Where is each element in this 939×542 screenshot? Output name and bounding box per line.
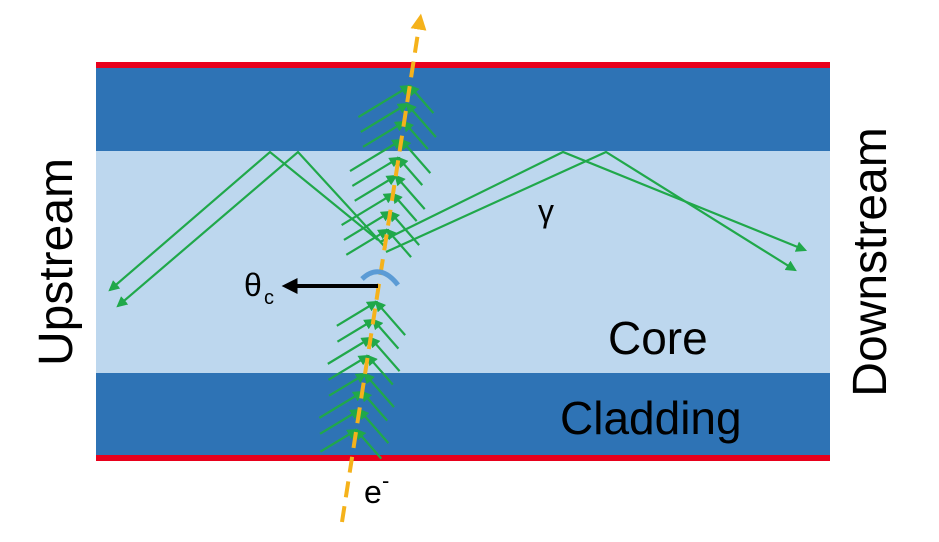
upstream-label: Upstream — [30, 158, 83, 366]
photon-chevron-left — [391, 192, 418, 222]
photon-chevron-left — [369, 336, 401, 372]
photon-chevron-right — [360, 102, 409, 133]
photon-chevron-left — [385, 228, 412, 258]
cherenkov-photon-fan — [318, 84, 437, 460]
theta-label: θ — [244, 267, 262, 303]
photon-chevron-left — [360, 390, 389, 422]
photon-chevron-right — [349, 138, 404, 172]
photon-chevron-left — [408, 84, 435, 114]
photon-label: γ — [538, 193, 554, 229]
photon-chevron-left — [357, 408, 390, 444]
photon-ray-downstream-b — [385, 150, 797, 272]
outer-edge-top — [96, 62, 830, 68]
photon-chevron-right — [327, 354, 370, 381]
photon-chevron-right — [354, 174, 398, 202]
photon-chevron-left — [405, 102, 437, 138]
photon-chevron-left — [402, 120, 429, 150]
cladding-label: Cladding — [560, 392, 742, 444]
core-region — [96, 151, 830, 373]
photon-chevron-left — [354, 428, 383, 460]
photon-chevron-right — [318, 390, 365, 419]
photon-chevron-right — [319, 408, 362, 435]
photon-chevron-right — [351, 156, 401, 187]
electron-label: e — [364, 474, 382, 510]
electron-superscript: - — [382, 468, 389, 493]
photon-chevron-right — [362, 120, 407, 148]
photon-ray-upstream-b — [116, 150, 387, 308]
downstream-label: Downstream — [844, 127, 897, 396]
core-label: Core — [608, 312, 708, 364]
outer-edge-bottom — [96, 455, 830, 461]
photon-ray-upstream-a — [108, 150, 379, 292]
photon-ray-downstream-a — [379, 150, 808, 252]
photon-chevron-right — [319, 428, 359, 453]
photon-chevron-left — [366, 354, 394, 386]
photon-chevron-left — [363, 372, 395, 408]
photon-chevron-right — [336, 300, 379, 327]
photon-chevron-left — [397, 156, 424, 186]
photon-chevron-right — [341, 192, 395, 226]
theta-subscript: c — [264, 287, 274, 309]
guided-photon-rays — [108, 150, 808, 308]
photon-chevron-right — [327, 336, 373, 365]
photon-chevron-left — [399, 138, 432, 174]
photon-chevron-right — [336, 318, 376, 343]
photon-chevron-right — [328, 372, 367, 397]
photon-chevron-left — [394, 174, 426, 210]
cladding-top — [96, 66, 830, 151]
cladding-bottom — [96, 373, 830, 458]
photon-chevron-left — [374, 300, 406, 336]
photon-chevron-right — [345, 228, 390, 256]
photon-chevron-right — [357, 84, 412, 118]
cherenkov-angle-arc — [360, 269, 400, 287]
photon-chevron-left — [371, 318, 400, 350]
